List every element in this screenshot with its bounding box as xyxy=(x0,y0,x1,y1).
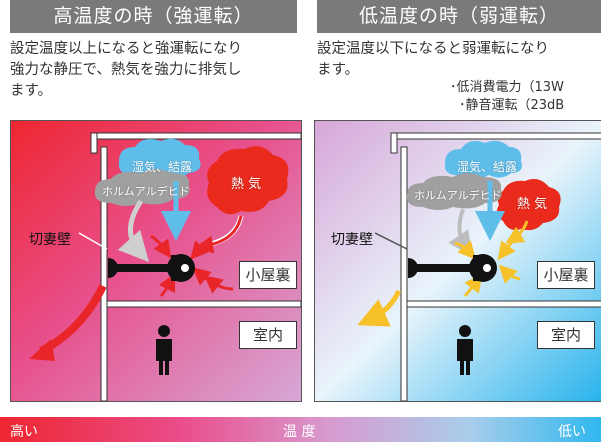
humidity-label: 湿気、結露 xyxy=(132,160,193,174)
temperature-label: 温 度 xyxy=(283,424,316,440)
heat-cloud xyxy=(207,146,289,215)
right-description-line-2: ます。 xyxy=(317,62,360,78)
formaldehyde-cloud xyxy=(406,173,502,210)
temperature-gradient-bar: 高い 温 度 低い xyxy=(0,417,601,442)
left-diagram-panel: 湿気、結露 ホルムアルデヒド 熱 気 切妻壁 小屋裏 室内 xyxy=(10,120,302,402)
exhaust-arrow xyxy=(357,289,402,327)
heat-arrow xyxy=(195,215,243,254)
heat-label: 熱 気 xyxy=(517,197,548,212)
gable-pointer xyxy=(374,232,408,250)
roof-beam xyxy=(390,132,601,140)
gable-wall-label: 切妻壁 xyxy=(331,232,373,248)
suction-arrow xyxy=(498,264,521,284)
left-description-line-3: ます。 xyxy=(10,83,53,99)
left-description-line-1: 設定温度以上になると強運転になり xyxy=(10,41,242,57)
exhaust-arrow-head xyxy=(29,339,55,361)
humidity-label: 湿気、結露 xyxy=(457,160,518,174)
suction-arrow xyxy=(190,239,212,260)
exhaust-duct xyxy=(115,264,171,272)
gable-wall-line xyxy=(400,146,408,401)
gable-wall-line xyxy=(100,146,108,401)
heat-label: 熱 気 xyxy=(231,177,262,192)
attic-label: 小屋裏 xyxy=(239,261,297,289)
person-leg xyxy=(460,361,464,375)
humidity-cloud xyxy=(444,140,522,179)
person-head xyxy=(459,325,471,337)
right-diagram-svg xyxy=(315,121,601,401)
right-description-line-1: 設定温度以下になると弱運転になり xyxy=(317,41,549,57)
exhaust-duct xyxy=(415,264,473,272)
right-description: 設定温度以下になると弱運転になり ます。 xyxy=(317,39,601,81)
formaldehyde-arrow xyxy=(117,199,150,263)
roof-beam xyxy=(90,132,301,140)
suction-arrow xyxy=(150,234,172,259)
left-panel-title: 高温度の時（強運転） xyxy=(10,0,297,33)
suction-arrow xyxy=(158,272,176,297)
heat-cloud xyxy=(496,179,561,231)
attic-label: 小屋裏 xyxy=(537,261,595,289)
temperature-low-label: 低い xyxy=(558,424,586,440)
wall-vent xyxy=(108,258,118,278)
person-body xyxy=(156,339,172,361)
suction-arrow xyxy=(203,275,234,294)
left-description: 設定温度以上になると強運転になり 強力な静圧で、熱気を強力に排気し ます。 xyxy=(10,39,310,102)
person-leg xyxy=(165,361,169,375)
left-description-line-2: 強力な静圧で、熱気を強力に排気し xyxy=(10,62,242,78)
right-spec-noise: ･静音運転（23dB xyxy=(459,98,565,113)
temperature-high-label: 高い xyxy=(10,424,38,440)
formaldehyde-cloud xyxy=(94,169,190,206)
fan-hub xyxy=(483,264,491,272)
right-spec-power: ･低消費電力（13W xyxy=(450,80,564,95)
formaldehyde-label: ホルムアルデヒド xyxy=(102,185,190,198)
person-head xyxy=(158,325,170,337)
humidity-cloud xyxy=(118,138,201,179)
fan-hub xyxy=(181,264,189,272)
heat-arrow xyxy=(505,220,529,244)
suction-arrow xyxy=(463,273,483,297)
fan-housing xyxy=(171,255,177,281)
gable-pointer xyxy=(78,232,108,250)
person-leg xyxy=(159,361,163,375)
person-body xyxy=(457,339,473,361)
ceiling-line xyxy=(406,300,601,308)
ceiling-line xyxy=(106,300,301,308)
indoor-label: 室内 xyxy=(239,321,297,349)
gable-wall-label: 切妻壁 xyxy=(29,232,71,248)
roof-edge xyxy=(90,132,98,154)
formaldehyde-label: ホルムアルデヒド xyxy=(414,189,502,202)
wall-vent xyxy=(408,258,418,278)
suction-arrow xyxy=(454,240,476,260)
person-leg xyxy=(466,361,470,375)
right-panel-title: 低温度の時（弱運転） xyxy=(317,0,601,33)
roof-edge xyxy=(390,132,398,154)
fan-housing xyxy=(473,255,479,281)
indoor-label: 室内 xyxy=(537,321,595,349)
right-diagram-panel: 湿気、結露 ホルムアルデヒド 熱 気 切妻壁 小屋裏 室内 xyxy=(314,120,601,402)
